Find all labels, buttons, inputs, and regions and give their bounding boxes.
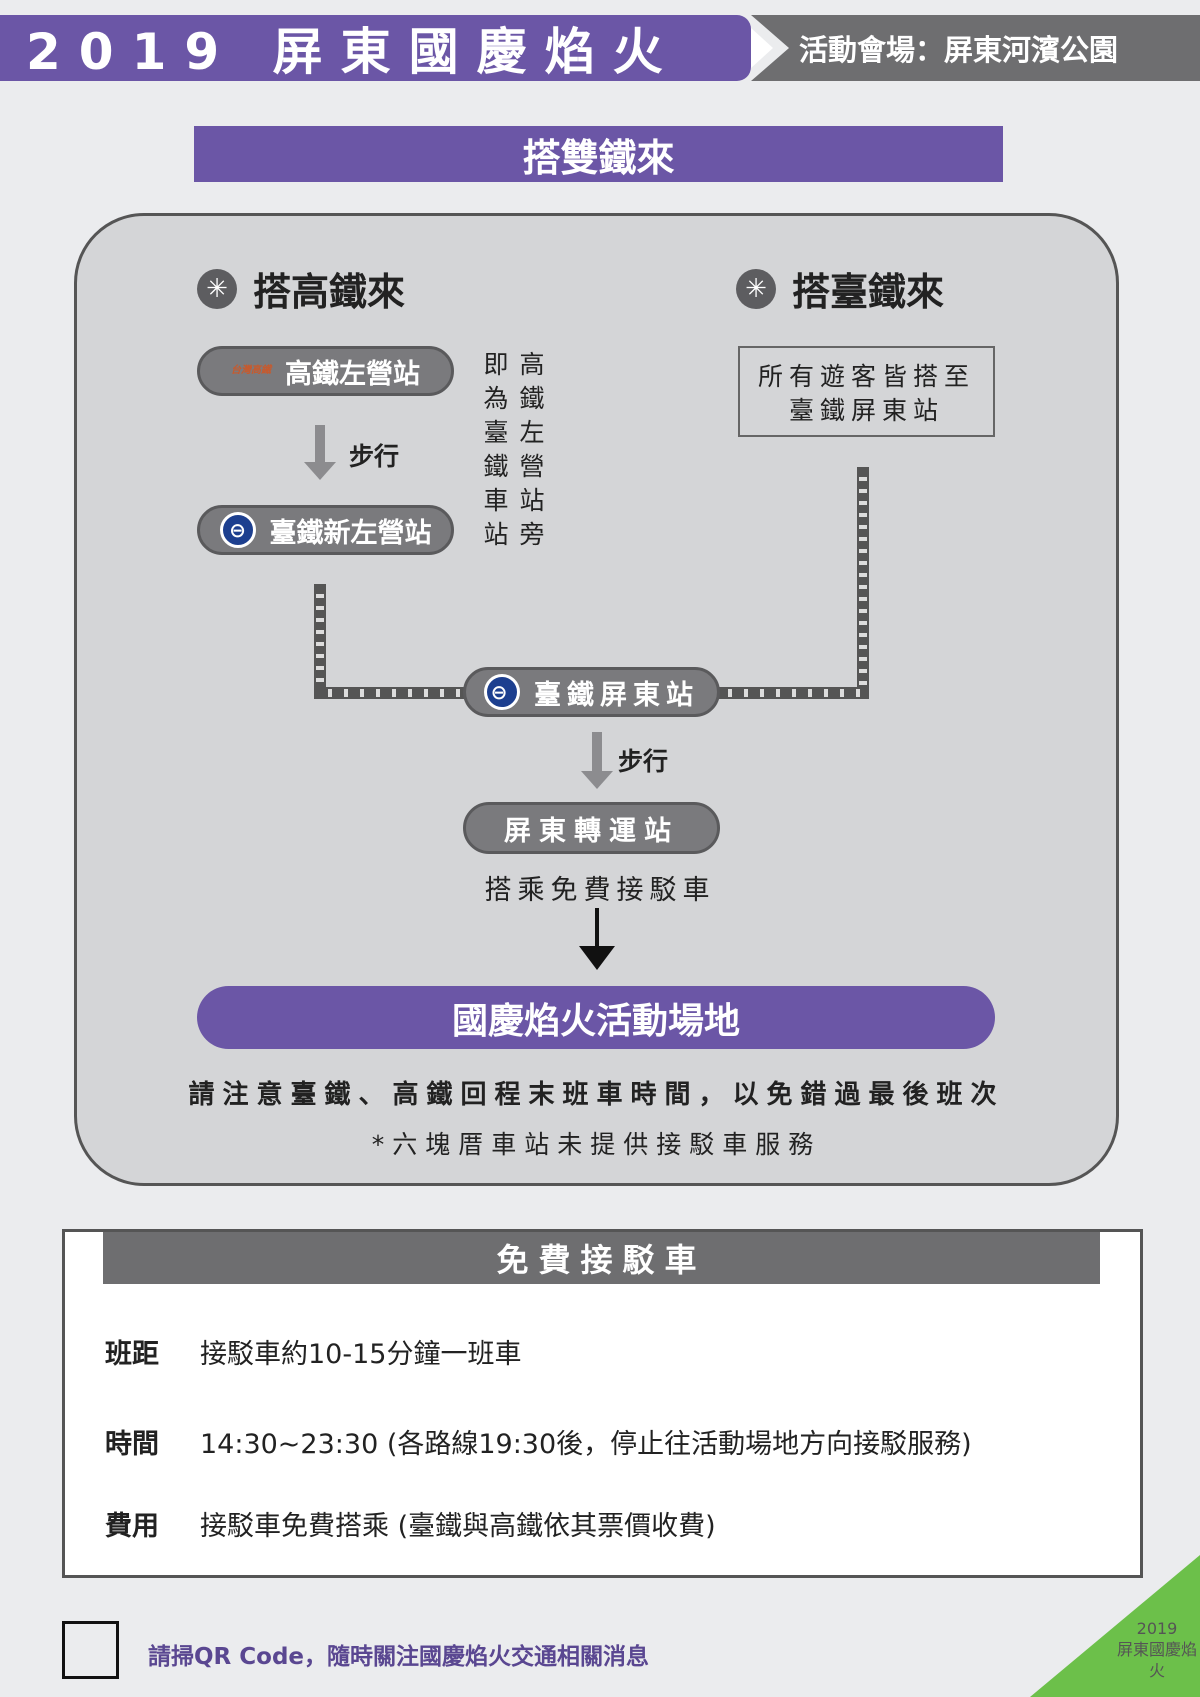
arrow-down-icon <box>595 908 599 948</box>
corner-title: 屏東國慶焰火 <box>1117 1640 1198 1680</box>
shuttle-title: 免費接駁車 <box>103 1232 1100 1284</box>
qr-caption: 請掃QR Code，隨時關注國慶焰火交通相關消息 <box>148 1644 650 1670</box>
row-label: 班距 <box>105 1339 159 1370</box>
hsr-heading: ✳ 搭高鐵來 <box>197 261 405 316</box>
section-title: 搭雙鐵來 <box>194 126 1003 182</box>
arrow-down-icon <box>315 425 325 463</box>
station-label: 高鐵左營站 <box>285 358 420 390</box>
venue-banner: 活動會場：屏東河濱公園 <box>751 15 1200 81</box>
shuttle-instruction: 搭乘免費接駁車 <box>484 875 716 906</box>
qr-code-placeholder <box>62 1621 119 1679</box>
station-label: 臺鐵屏東站 <box>534 679 699 711</box>
tra-heading: ✳ 搭臺鐵來 <box>736 261 944 316</box>
corner-label: 2019 屏東國慶焰火 <box>1112 1618 1200 1681</box>
return-notice: 請注意臺鐵、高鐵回程末班車時間，以免錯過最後班次 <box>188 1080 1005 1110</box>
arrow-down-icon <box>592 732 602 772</box>
firework-icon: ✳ <box>736 268 776 309</box>
tra-note-box: 所有遊客皆搭至臺鐵屏東站 <box>738 346 995 437</box>
hsr-heading-text: 搭高鐵來 <box>253 270 406 314</box>
arrow-head-icon <box>581 771 613 789</box>
shuttle-row: 班距 接駁車約10-15分鐘一班車 <box>105 1332 521 1371</box>
arrow-head-icon <box>304 462 336 480</box>
walk-label: 步行 <box>349 442 400 471</box>
row-label: 時間 <box>105 1429 159 1460</box>
station-label: 臺鐵新左營站 <box>269 517 432 549</box>
shuttle-info-box <box>62 1229 1143 1578</box>
pingtung-transfer-station: 屏東轉運站 <box>463 802 720 854</box>
corner-green-triangle <box>1030 1555 1200 1697</box>
hsr-zuoying-station: 台灣高鐵 高鐵左營站 <box>197 346 454 396</box>
corner-year: 2019 <box>1136 1619 1178 1638</box>
tra-logo-icon: ⊖ <box>219 512 256 548</box>
chevron-arrow-icon <box>751 28 773 68</box>
shuttle-row: 時間 14:30~23:30 (各路線19:30後，停止往活動場地方向接駁服務) <box>105 1422 972 1461</box>
arrow-head-icon <box>579 946 615 970</box>
tra-xinzuoying-station: ⊖ 臺鐵新左營站 <box>197 505 454 555</box>
row-value: 14:30~23:30 (各路線19:30後，停止往活動場地方向接駁服務) <box>200 1429 972 1460</box>
row-value: 接駁車約10-15分鐘一班車 <box>200 1339 522 1370</box>
shuttle-row: 費用 接駁車免費搭乘 (臺鐵與高鐵依其票價收費) <box>105 1504 716 1543</box>
event-title: 2019 屏東國慶焰火 <box>0 15 751 81</box>
tra-logo-icon: ⊖ <box>484 674 520 710</box>
tra-pingtung-station: ⊖ 臺鐵屏東站 <box>463 667 720 717</box>
row-label: 費用 <box>105 1511 159 1542</box>
rail-track <box>314 584 326 699</box>
thsr-logo-icon: 台灣高鐵 <box>231 365 271 376</box>
footnote: *六塊厝車站未提供接駁車服務 <box>371 1130 822 1159</box>
row-value: 接駁車免費搭乘 (臺鐵與高鐵依其票價收費) <box>200 1511 716 1542</box>
venue-destination: 國慶焰火活動場地 <box>197 986 995 1049</box>
tra-heading-text: 搭臺鐵來 <box>792 270 945 314</box>
rail-track <box>857 467 869 699</box>
firework-icon: ✳ <box>197 268 237 309</box>
walk-label: 步行 <box>618 747 669 776</box>
hsr-note: 高鐵左營站旁即為臺鐵車站 <box>480 351 545 555</box>
